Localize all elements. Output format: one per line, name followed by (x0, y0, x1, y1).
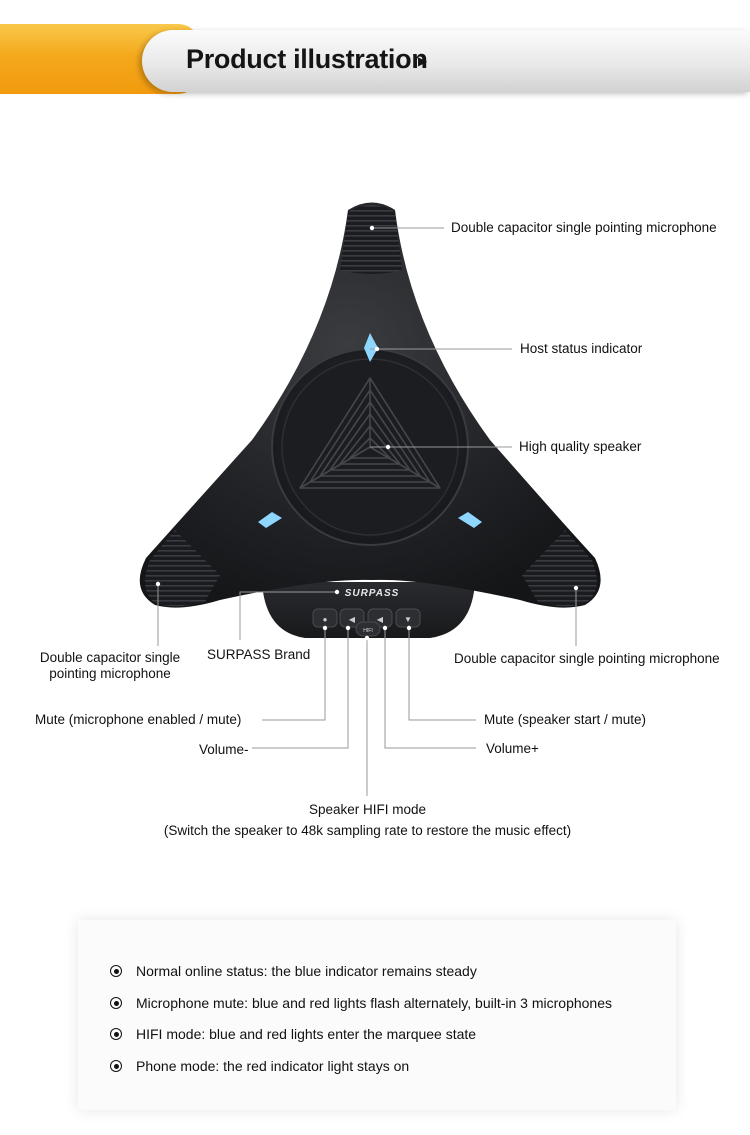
hifi-button-label: HIFI (363, 628, 372, 634)
left-indicator-light (258, 512, 282, 528)
label-right-microphone: Double capacitor single pointing microph… (454, 651, 720, 666)
list-item: HIFI mode: blue and red lights enter the… (110, 1026, 476, 1042)
bullet-icon (110, 997, 122, 1009)
list-item: Phone mode: the red indicator light stay… (110, 1058, 409, 1074)
status-text: Microphone mute: blue and red lights fla… (136, 995, 612, 1011)
label-volume-plus: Volume+ (486, 741, 539, 756)
speaker-mute-icon: ▼ (404, 615, 412, 624)
right-triangle-icon: ▶ (418, 54, 428, 68)
banner-gray-bar (142, 30, 750, 92)
label-left-microphone-line2: pointing microphone (49, 666, 171, 681)
mic-icon: ● (323, 615, 328, 624)
label-hifi: Speaker HIFI mode (Switch the speaker to… (100, 802, 635, 839)
volume-plus-icon: ◀ (377, 615, 384, 624)
status-info-box: Normal online status: the blue indicator… (78, 920, 676, 1110)
volume-minus-button[interactable] (339, 608, 365, 628)
left-mic-grille (145, 530, 220, 607)
top-mic-grille (340, 205, 402, 274)
callout-dots (155, 225, 579, 641)
label-left-microphone: Double capacitor single pointing microph… (30, 650, 190, 682)
bullet-icon (110, 965, 122, 977)
speakerphone-illustration: SURPASS HIFI ● ◀ ◀ ▼ (139, 202, 601, 796)
label-hifi-line2: (Switch the speaker to 48k sampling rate… (163, 823, 572, 838)
hifi-button[interactable] (355, 621, 381, 637)
top-indicator-light (364, 333, 378, 362)
callout-lines (157, 227, 577, 796)
status-text: Normal online status: the blue indicator… (136, 963, 477, 979)
bullet-icon (110, 1060, 122, 1072)
brand-logo: SURPASS (345, 588, 400, 599)
section-banner: Product illustration ▶ (0, 24, 750, 94)
label-mute-speaker: Mute (speaker start / mute) (484, 712, 647, 727)
list-item: Normal online status: the blue indicator… (110, 963, 477, 979)
label-mute-microphone: Mute (microphone enabled / mute) (35, 712, 242, 727)
label-top-microphone: Double capacitor single pointing microph… (451, 220, 717, 235)
label-host-status: Host status indicator (520, 341, 643, 356)
status-text: Phone mode: the red indicator light stay… (136, 1058, 410, 1074)
label-speaker: High quality speaker (519, 439, 642, 454)
section-title: Product illustration (186, 44, 428, 74)
status-text: HIFI mode: blue and red lights enter the… (136, 1026, 477, 1042)
bullet-icon (110, 1028, 122, 1040)
label-left-microphone-line1: Double capacitor single (39, 650, 181, 665)
speaker-grille (299, 377, 441, 489)
label-volume-minus: Volume- (199, 742, 249, 757)
right-mic-grille (522, 530, 597, 607)
label-brand: SURPASS Brand (207, 647, 311, 662)
volume-minus-icon: ◀ (349, 615, 356, 624)
right-indicator-light (458, 512, 482, 528)
label-hifi-line1: Speaker HIFI mode (308, 802, 427, 817)
list-item: Microphone mute: blue and red lights fla… (110, 995, 612, 1011)
